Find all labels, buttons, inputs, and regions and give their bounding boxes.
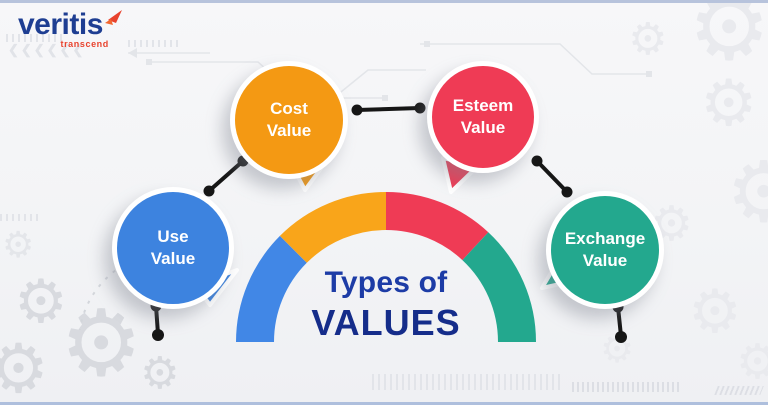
tick-strip <box>0 214 40 221</box>
gauge-title: Types of VALUES <box>276 266 496 344</box>
gauge-segment-esteem <box>385 192 489 261</box>
gear-icon: ⚙ <box>60 290 143 397</box>
gear-icon: ⚙ <box>700 67 758 141</box>
bubble-esteem-value-label: Esteem Value <box>427 61 539 173</box>
gauge-segment-cost <box>279 192 387 264</box>
gear-icon: ⚙ <box>600 327 635 371</box>
gear-icon: ⚙ <box>14 267 68 337</box>
gauge-segment-use <box>236 235 308 343</box>
tick-strip <box>372 374 562 390</box>
bubble-exchange-value-label: Exchange Value <box>546 191 664 309</box>
bubble-use-value: Use Value <box>112 187 234 309</box>
bottom-border-line <box>0 402 768 405</box>
gear-icon: ⚙ <box>2 225 35 266</box>
bubble-exchange-value: Exchange Value <box>546 191 664 309</box>
gear-icon: ⚙ <box>140 348 180 399</box>
title-line-1: Types of <box>324 266 448 299</box>
top-border-line <box>0 0 768 3</box>
tick-strip <box>572 382 682 392</box>
connector-below-use <box>154 304 160 336</box>
gauge-segment-exchange <box>461 232 536 343</box>
connector-esteem-exchange <box>535 159 569 194</box>
bubble-cost-value-label: Cost Value <box>230 61 348 179</box>
tick-strip <box>714 386 764 395</box>
gear-icon: ⚙ <box>726 143 768 241</box>
gear-icon: ⚙ <box>0 330 49 405</box>
gear-icon: ⚙ <box>688 0 768 81</box>
logo-arrow-icon <box>104 10 122 25</box>
connector-below-exchange <box>616 305 623 338</box>
title-line-2: VALUES <box>311 302 461 343</box>
brand-tagline: transcend <box>60 39 109 49</box>
bubble-cost-value: Cost Value <box>230 61 348 179</box>
gear-icon: ⚙ <box>736 334 768 390</box>
tick-strip <box>128 40 178 47</box>
connector-cost-esteem <box>355 106 422 112</box>
bubble-use-value-label: Use Value <box>112 187 234 309</box>
gear-icon: ⚙ <box>688 277 742 347</box>
gear-icon: ⚙ <box>628 14 668 65</box>
brand-name: veritis <box>18 8 103 41</box>
brand-logo: veritis transcend <box>18 10 123 49</box>
bubble-esteem-value: Esteem Value <box>427 61 539 173</box>
